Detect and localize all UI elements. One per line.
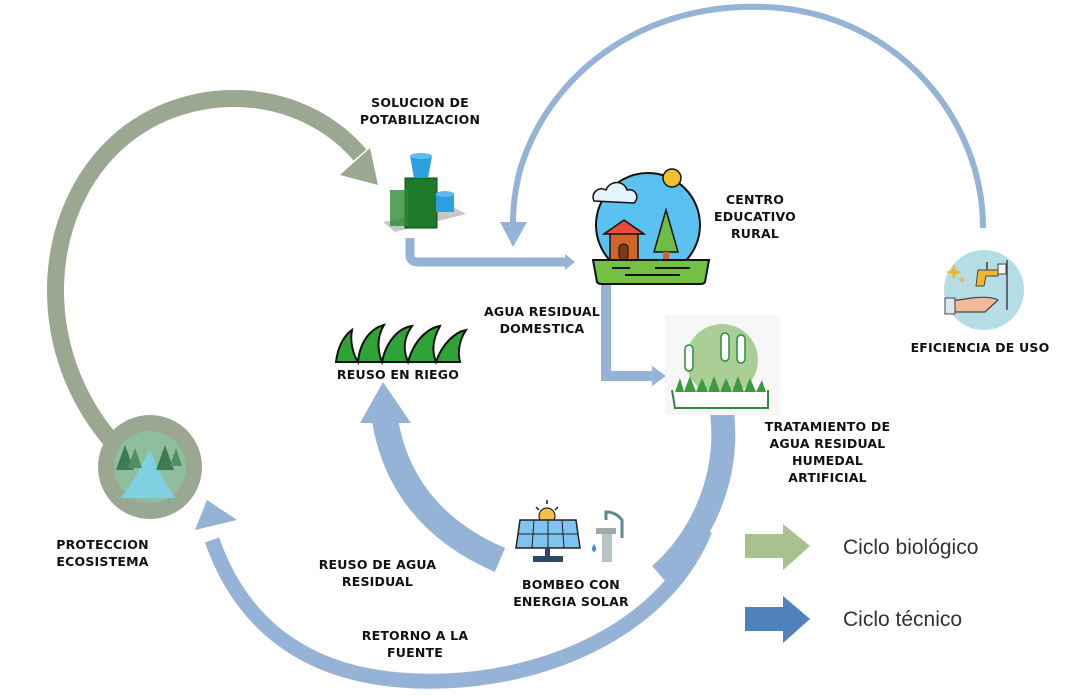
label-bombeo: BOMBEO CON ENERGIA SOLAR xyxy=(505,576,637,610)
biological-cycle-arrow xyxy=(47,90,378,451)
label-line: TRATAMIENTO DE xyxy=(764,419,891,434)
label-line: PROTECCION xyxy=(56,537,149,552)
solar-pump-icon xyxy=(515,500,624,562)
water-treatment-plant-icon xyxy=(383,153,466,232)
label-agua-residual: AGUA RESIDUAL DOMESTICA xyxy=(476,303,608,337)
label-eficiencia: EFICIENCIA DE USO xyxy=(900,339,1060,356)
wetland-cattail-icon xyxy=(665,315,780,415)
forest-river-icon xyxy=(98,415,202,519)
label-humedal: TRATAMIENTO DE AGUA RESIDUAL HUMEDAL ART… xyxy=(755,418,900,486)
label-line: FUENTE xyxy=(387,645,443,660)
label-potabilizacion: SOLUCION DE POTABILIZACION xyxy=(355,94,485,128)
label-line: EDUCATIVO xyxy=(713,209,796,224)
label-line: ARTIFICIAL xyxy=(788,470,867,485)
wastewater-flow-arrow xyxy=(601,284,666,386)
grass-icon xyxy=(334,323,469,366)
label-proteccion: PROTECCION ECOSISTEMA xyxy=(45,536,160,570)
label-line: ECOSISTEMA xyxy=(56,554,149,569)
label-line: RETORNO A LA xyxy=(361,628,469,643)
legend-biological-label: Ciclo biológico xyxy=(843,536,979,559)
return-to-source-arrow xyxy=(195,500,712,689)
potable-water-flow-arrow xyxy=(405,238,575,270)
label-riego: REUSO EN RIEGO xyxy=(328,366,468,383)
efficiency-return-arrow xyxy=(500,3,986,247)
label-line: SOLUCION DE xyxy=(371,95,469,110)
rural-school-icon xyxy=(591,168,711,285)
label-centro-educativo: CENTRO EDUCATIVO RURAL xyxy=(705,191,805,242)
legend-technical-arrow xyxy=(745,596,810,643)
label-line: CENTRO xyxy=(725,192,785,207)
reuse-irrigation-arrow xyxy=(360,382,506,572)
label-line: ENERGIA SOLAR xyxy=(513,594,629,609)
label-line: EFICIENCIA DE USO xyxy=(910,340,1050,355)
label-line: REUSO EN RIEGO xyxy=(336,367,460,382)
label-line: RURAL xyxy=(730,226,780,241)
label-line: POTABILIZACION xyxy=(359,112,481,127)
faucet-hand-icon xyxy=(944,250,1024,330)
label-line: HUMEDAL xyxy=(791,453,863,468)
label-line: AGUA RESIDUAL xyxy=(484,304,600,319)
treated-water-arrow xyxy=(651,410,736,585)
label-reuso-agua: REUSO DE AGUA RESIDUAL xyxy=(315,556,440,590)
label-line: RESIDUAL xyxy=(341,574,414,589)
label-line: REUSO DE AGUA xyxy=(318,557,437,572)
label-line: DOMESTICA xyxy=(499,321,585,336)
label-line: AGUA RESIDUAL xyxy=(769,436,886,451)
label-line: BOMBEO CON xyxy=(522,577,620,592)
legend-biological-arrow xyxy=(745,524,810,570)
legend-technical-label: Ciclo técnico xyxy=(843,608,963,631)
label-retorno: RETORNO A LA FUENTE xyxy=(360,627,470,661)
